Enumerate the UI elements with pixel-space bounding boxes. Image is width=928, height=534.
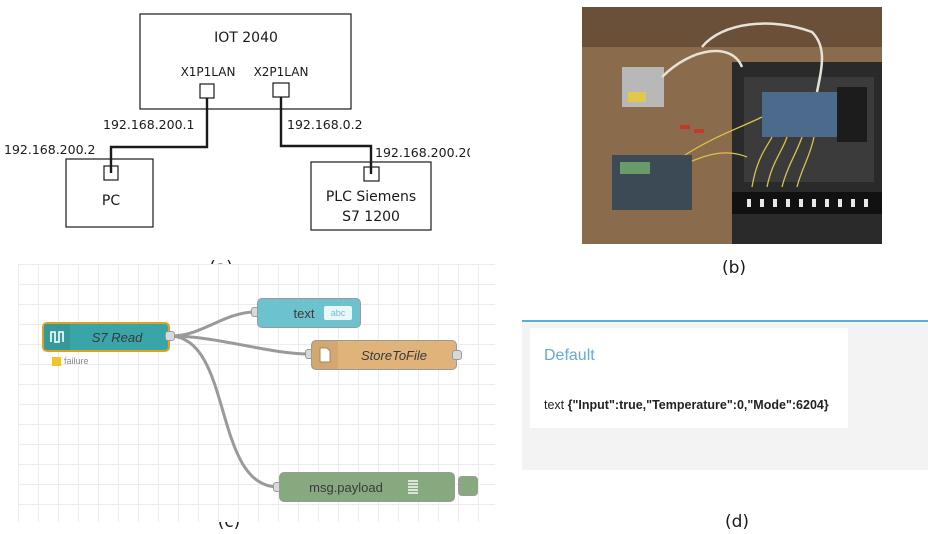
- iot2040-box: [139, 13, 352, 110]
- wire-to-file: [170, 334, 311, 356]
- text-node-badge: abc: [324, 306, 352, 320]
- dashboard-text-label: text: [544, 398, 565, 412]
- hardware-photo-image: [582, 7, 882, 244]
- flow-canvas[interactable]: S7 Read failure text abc StoreToFile msg…: [18, 264, 495, 522]
- ip-pc: 192.168.200.2: [4, 142, 95, 157]
- s7-status: failure: [52, 356, 89, 366]
- debug-node[interactable]: msg.payload: [279, 472, 455, 502]
- cable-plc: [279, 97, 373, 174]
- dashboard-group-card: Default text {"Input":true,"Temperature"…: [530, 328, 848, 428]
- port1-label: X1P1LAN: [181, 65, 236, 79]
- pc-label: PC: [102, 193, 120, 209]
- debug-toggle-button[interactable]: [458, 476, 478, 496]
- text-node-label: text: [293, 305, 315, 321]
- port1-socket: [199, 83, 215, 99]
- debug-list-icon: [402, 473, 424, 501]
- dashboard-panel: Default text {"Input":true,"Temperature"…: [522, 320, 928, 470]
- s7-read-label: S7 Read: [91, 329, 143, 345]
- s7-status-text: failure: [64, 356, 89, 366]
- plc-label-line1: PLC Siemens: [326, 189, 416, 205]
- caption-d: (d): [724, 512, 750, 532]
- ip-port1: 192.168.200.1: [103, 117, 194, 132]
- file-icon: [312, 341, 338, 369]
- plc-label-line2: S7 1200: [342, 209, 400, 225]
- ip-port2: 192.168.0.2: [287, 117, 363, 132]
- store-to-file-node[interactable]: StoreToFile: [311, 340, 457, 370]
- wire-to-debug: [170, 334, 279, 489]
- port2-socket: [272, 82, 290, 98]
- flow-wires: [170, 310, 311, 489]
- caption-b: (b): [721, 258, 747, 278]
- dashboard-text-row: text {"Input":true,"Temperature":0,"Mode…: [544, 398, 829, 412]
- dashboard-group-title: Default: [544, 347, 595, 364]
- network-diagram: IOT 2040 X1P1LAN X2P1LAN PC PLC Siemens …: [4, 13, 470, 231]
- s7-read-output-port[interactable]: [165, 331, 175, 341]
- s7-read-node[interactable]: S7 Read: [42, 322, 170, 352]
- text-node[interactable]: text abc: [257, 298, 361, 328]
- store-to-file-label: StoreToFile: [361, 347, 427, 363]
- s7-wave-icon: [44, 324, 70, 350]
- hardware-photo: [582, 7, 882, 244]
- file-output-port[interactable]: [452, 350, 462, 360]
- iot2040-label: IOT 2040: [214, 30, 278, 46]
- ip-plc: 192.168.200.20: [375, 145, 470, 160]
- wire-to-text: [170, 310, 257, 338]
- debug-node-label: msg.payload: [309, 479, 383, 495]
- cable-pc: [109, 98, 209, 173]
- dashboard-text-value: {"Input":true,"Temperature":0,"Mode":620…: [567, 398, 829, 412]
- port2-label: X2P1LAN: [254, 65, 309, 79]
- pc-box: [65, 158, 154, 228]
- status-warning-icon: [52, 356, 61, 366]
